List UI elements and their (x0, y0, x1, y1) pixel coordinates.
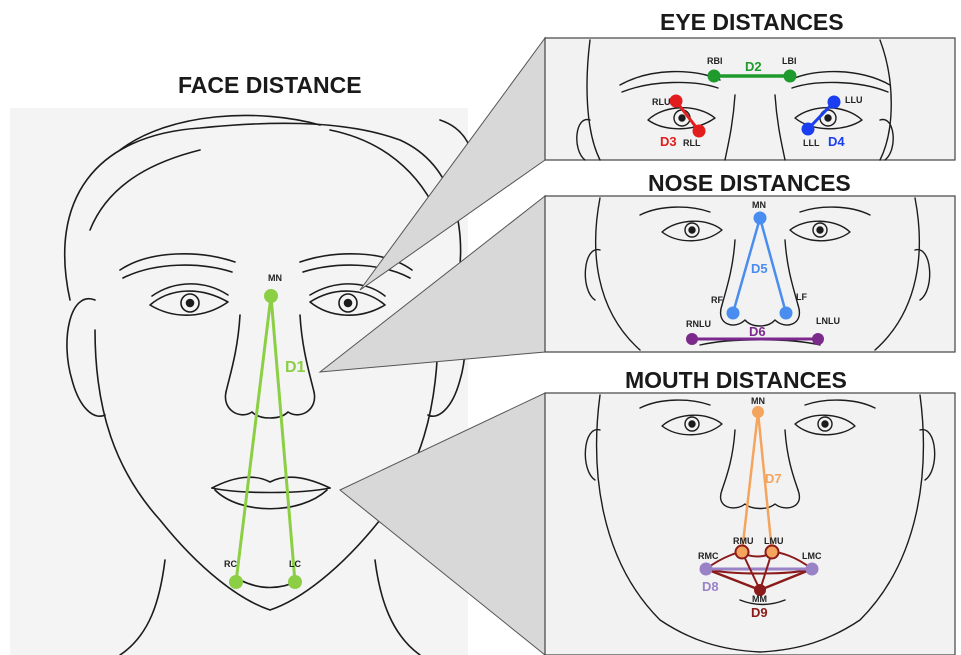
lnlu-label: LNLU (816, 316, 840, 326)
mouth-panel: MN RMU LMU RMC LMC MM D7 D8 D9 (545, 393, 955, 655)
main-face-panel: MN RC LC D1 (10, 108, 474, 655)
mouth-mn-label: MN (751, 396, 765, 406)
lc-point (288, 575, 302, 589)
face-distance-title: FACE DISTANCE (178, 72, 362, 98)
llu-point (828, 96, 841, 109)
rlu-point (670, 95, 683, 108)
rmc-point (700, 563, 713, 576)
d1-label: D1 (285, 359, 306, 376)
mouth-mn-point (752, 406, 764, 418)
lmc-point (806, 563, 819, 576)
rbi-point (708, 70, 721, 83)
mm-label: MM (752, 594, 767, 604)
rlu-label: RLU (652, 97, 671, 107)
rmu-label: RMU (733, 536, 754, 546)
rmu-point (736, 546, 749, 559)
nose-mn-point (754, 212, 767, 225)
eye-distances-title: EYE DISTANCES (660, 9, 844, 35)
rll-label: RLL (683, 138, 701, 148)
main-face-background (10, 108, 468, 655)
lbi-label: LBI (782, 56, 797, 66)
rnlu-point (686, 333, 698, 345)
rc-label: RC (224, 559, 237, 569)
lf-point (780, 307, 793, 320)
lll-point (802, 123, 815, 136)
d7-label: D7 (765, 471, 782, 486)
lc-label: LC (289, 559, 301, 569)
d2-label: D2 (745, 59, 762, 74)
eye-panel: RBI LBI RLU RLL LLU LLL D2 D3 D4 (545, 38, 955, 160)
mouth-distances-title: MOUTH DISTANCES (625, 367, 847, 393)
mn-point (264, 289, 278, 303)
nose-distances-title: NOSE DISTANCES (648, 170, 851, 196)
lmu-label: LMU (764, 536, 784, 546)
d5-label: D5 (751, 261, 768, 276)
d9-label: D9 (751, 605, 768, 620)
nose-mn-label: MN (752, 200, 766, 210)
nose-panel: MN RF LF RNLU LNLU D5 D6 (545, 196, 955, 352)
lf-label: LF (796, 292, 807, 302)
d3-label: D3 (660, 134, 677, 149)
d4-label: D4 (828, 134, 845, 149)
rbi-label: RBI (707, 56, 723, 66)
lmu-point (766, 546, 779, 559)
lbi-point (784, 70, 797, 83)
rf-point (727, 307, 740, 320)
d8-label: D8 (702, 579, 719, 594)
lmc-label: LMC (802, 551, 822, 561)
lll-label: LLL (803, 138, 820, 148)
rf-label: RF (711, 295, 723, 305)
llu-label: LLU (845, 95, 863, 105)
rc-point (229, 575, 243, 589)
mn-label: MN (268, 273, 282, 283)
rnlu-label: RNLU (686, 319, 711, 329)
lnlu-point (812, 333, 824, 345)
d6-label: D6 (749, 324, 766, 339)
rll-point (693, 125, 706, 138)
rmc-label: RMC (698, 551, 719, 561)
